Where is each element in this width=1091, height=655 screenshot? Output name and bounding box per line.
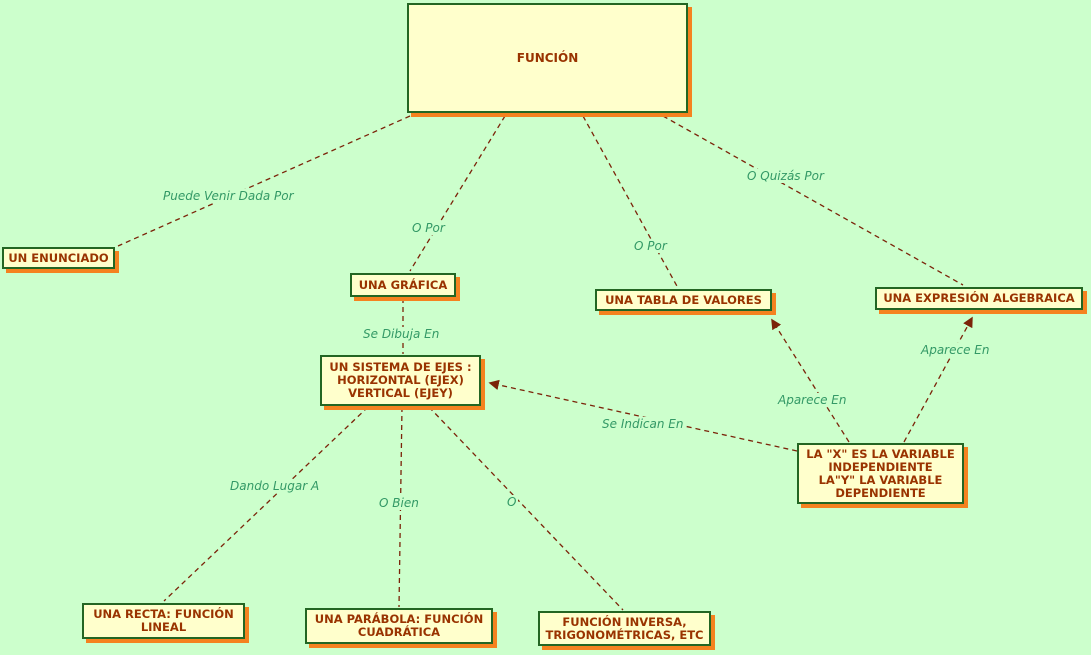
- edge-sistema-recta: [163, 406, 369, 602]
- node-una-tabla-de-valores[interactable]: UNA TABLA DE VALORES: [595, 289, 772, 311]
- edge-label-o-bien[interactable]: O Bien: [377, 496, 421, 510]
- edge-label-o-quizas-por[interactable]: O Quizás Por: [745, 169, 826, 183]
- edge-funcion-grafica: [409, 115, 506, 272]
- edge-label-aparece-en-expresion[interactable]: Aparece En: [919, 343, 992, 357]
- node-un-enunciado[interactable]: UN ENUNCIADO: [2, 247, 115, 269]
- node-una-grafica[interactable]: UNA GRÁFICA: [350, 273, 456, 297]
- node-funcion[interactable]: FUNCIÓN: [407, 3, 688, 113]
- edge-sistema-inversa: [428, 406, 624, 611]
- edge-funcion-enunciado: [117, 115, 411, 247]
- edge-label-o-por-tabla[interactable]: O Por: [632, 239, 669, 253]
- edge-funcion-tabla: [582, 115, 679, 289]
- edge-funcion-expresion: [662, 115, 964, 286]
- edge-label-aparece-en-tabla[interactable]: Aparece En: [776, 393, 849, 407]
- edge-label-se-indican-en[interactable]: Se Indican En: [600, 417, 686, 431]
- node-funcion-inversa-trigonometricas[interactable]: FUNCIÓN INVERSA, TRIGONOMÉTRICAS, ETC: [538, 611, 711, 646]
- edge-variables-tabla-arrow: [771, 318, 850, 443]
- edge-variables-expresion-arrow: [903, 316, 973, 443]
- edge-label-o[interactable]: O: [505, 495, 519, 509]
- edge-label-o-por-grafica[interactable]: O Por: [410, 221, 447, 235]
- edge-label-dando-lugar-a[interactable]: Dando Lugar A: [228, 479, 322, 493]
- node-una-parabola-funcion-cuadratica[interactable]: UNA PARÁBOLA: FUNCIÓN CUADRÁTICA: [305, 608, 493, 644]
- node-una-expresion-algebraica[interactable]: UNA EXPRESIÓN ALGEBRAICA: [875, 287, 1083, 310]
- edge-label-puede-venir-dada-por[interactable]: Puede Venir Dada Por: [161, 189, 296, 203]
- edge-label-se-dibuja-en[interactable]: Se Dibuja En: [361, 327, 442, 341]
- node-un-sistema-de-ejes[interactable]: UN SISTEMA DE EJES : HORIZONTAL (EJEX) V…: [320, 355, 481, 406]
- node-variables-x-y[interactable]: LA "X" ES LA VARIABLE INDEPENDIENTE LA"Y…: [797, 443, 964, 504]
- node-una-recta-funcion-lineal[interactable]: UNA RECTA: FUNCIÓN LINEAL: [82, 603, 245, 639]
